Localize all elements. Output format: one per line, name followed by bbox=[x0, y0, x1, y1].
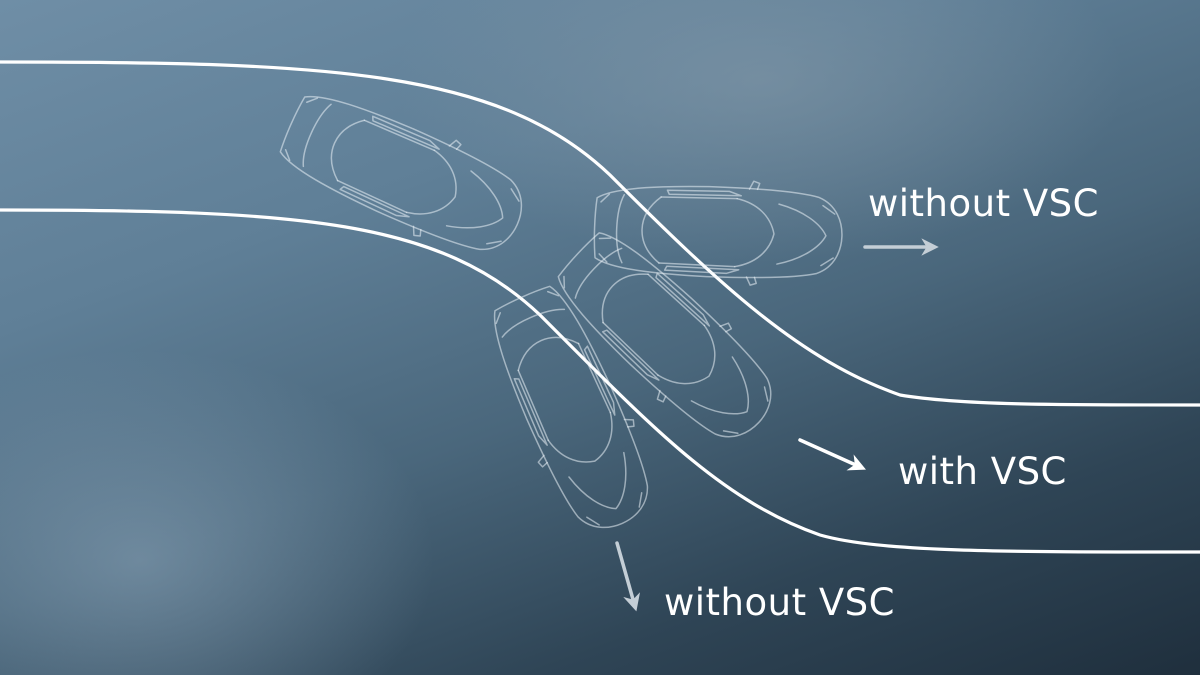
label-with-vsc: with VSC bbox=[898, 450, 1067, 493]
arrow-down-right-icon bbox=[798, 438, 866, 471]
car-with-vsc bbox=[541, 214, 795, 462]
label-without-vsc-top: without VSC bbox=[868, 182, 1099, 225]
car-understeer-without-vsc bbox=[592, 174, 845, 290]
label-without-vsc-bottom: without VSC bbox=[664, 581, 895, 624]
car-oversteer-without-vsc bbox=[473, 275, 671, 546]
road-lower-edge bbox=[0, 208, 1200, 554]
arrow-down-icon bbox=[615, 541, 641, 612]
